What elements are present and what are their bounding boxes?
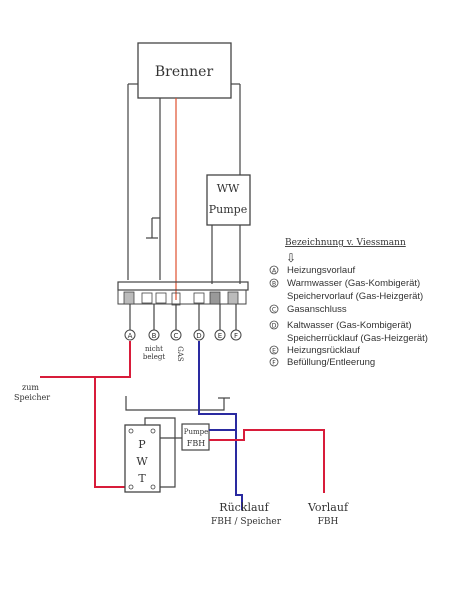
svg-text:A: A	[272, 268, 277, 275]
pipe	[144, 417, 176, 488]
svg-text:Befüllung/Entleerung: Befüllung/Entleerung	[287, 357, 375, 368]
port-c-note: GAS	[176, 346, 184, 362]
ww-pumpe-label-line2: Pumpe	[209, 203, 247, 216]
pwt-label-t: T	[138, 472, 146, 485]
supply-line-a	[40, 341, 131, 378]
svg-text:Kaltwasser (Gas-Kombigerät): Kaltwasser (Gas-Kombigerät)	[287, 320, 412, 331]
pipe	[125, 396, 225, 411]
port-e: E	[214, 329, 226, 341]
pwt-port	[128, 428, 134, 434]
pwt-label-p: P	[138, 438, 146, 451]
ww-pumpe-label-line1: WW	[217, 182, 240, 195]
ww-pumpe-box	[206, 174, 251, 226]
legend: Bezeichnung v. Viessmann ⇩ A Heizungsvor…	[269, 238, 428, 368]
vorlauf-label-line1: Vorlauf	[307, 501, 349, 514]
svg-text:C: C	[272, 307, 276, 314]
pwt-port	[150, 428, 156, 434]
legend-arrow: ⇩	[286, 251, 296, 265]
svg-text:Speichervorlauf (Gas-Heizgerät: Speichervorlauf (Gas-Heizgerät)	[287, 291, 423, 302]
return-line	[235, 430, 243, 510]
pumpe-fbh-label-line2: FBH	[187, 439, 205, 448]
port-c: C	[170, 329, 182, 341]
svg-text:F: F	[272, 360, 276, 367]
vorlauf-line	[209, 429, 325, 493]
port-f: F	[230, 329, 242, 341]
svg-text:Heizungsrücklauf: Heizungsrücklauf	[287, 345, 360, 356]
port-b-note-line2: belegt	[143, 353, 165, 361]
return-line	[198, 341, 237, 431]
zum-speicher-label-line1: zum	[22, 383, 39, 392]
legend-item-f: F Befüllung/Entleerung	[269, 357, 375, 368]
port-b: B	[148, 329, 160, 341]
legend-item-b: B Warmwasser (Gas-Kombigerät) Speichervo…	[269, 278, 423, 302]
brenner-label: Brenner	[155, 64, 214, 80]
svg-text:D: D	[196, 332, 201, 340]
legend-item-e: E Heizungsrücklauf	[269, 345, 360, 356]
svg-text:Warmwasser (Gas-Kombigerät): Warmwasser (Gas-Kombigerät)	[287, 278, 420, 289]
legend-item-d: D Kaltwasser (Gas-Kombigerät) Speicherrü…	[269, 320, 428, 344]
svg-text:E: E	[272, 348, 276, 355]
brenner-box	[137, 42, 232, 99]
svg-text:Gasanschluss: Gasanschluss	[287, 304, 347, 315]
svg-text:E: E	[218, 332, 222, 340]
svg-text:Heizungsvorlauf: Heizungsvorlauf	[287, 265, 355, 276]
svg-text:B: B	[272, 281, 276, 288]
svg-text:Speicherrücklauf (Gas-Heizgerä: Speicherrücklauf (Gas-Heizgerät)	[287, 333, 428, 344]
manifold-block	[117, 281, 249, 330]
pwt-box	[124, 424, 161, 493]
svg-text:B: B	[152, 332, 157, 340]
port-a: A	[124, 329, 136, 341]
supply-line-pwt	[94, 377, 125, 488]
legend-item-c: C Gasanschluss	[269, 304, 347, 315]
ruecklauf-label-line2: FBH / Speicher	[211, 517, 282, 527]
svg-text:C: C	[174, 332, 179, 340]
pumpe-fbh-label-line1: Pumpe	[184, 428, 208, 436]
pwt-label-w: W	[136, 455, 148, 468]
pwt-port	[128, 484, 134, 490]
svg-text:D: D	[272, 323, 277, 330]
pwt-port	[150, 484, 156, 490]
vorlauf-label-line2: FBH	[318, 517, 339, 527]
svg-text:F: F	[234, 332, 238, 340]
svg-text:A: A	[128, 332, 133, 340]
port-b-note-line1: nicht	[145, 345, 163, 353]
legend-heading: Bezeichnung v. Viessmann	[285, 238, 406, 248]
zum-speicher-label-line2: Speicher	[14, 393, 50, 402]
port-d: D	[193, 329, 205, 341]
legend-item-a: A Heizungsvorlauf	[269, 265, 355, 276]
ruecklauf-label-line1: Rücklauf	[219, 501, 269, 514]
pumpe-fbh-box	[181, 423, 210, 451]
